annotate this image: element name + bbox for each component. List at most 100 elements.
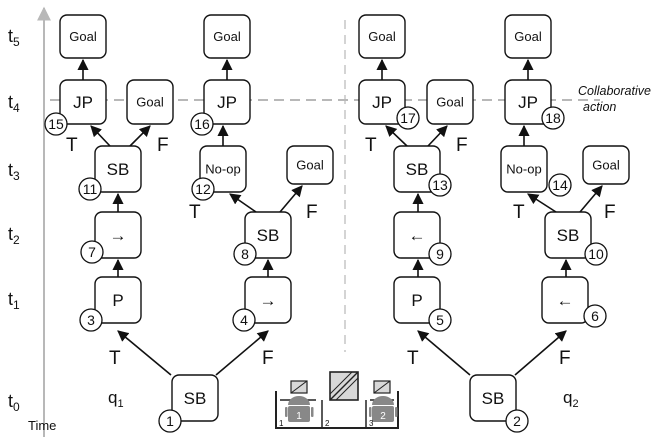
number-badge-label: 5 — [436, 312, 444, 328]
node-label: Goal — [213, 29, 241, 44]
node-goalL1: Goal — [286, 145, 334, 185]
scene-cell-number-2: 2 — [325, 419, 330, 428]
number-badge-11: 11 — [78, 177, 102, 201]
number-badge-18: 18 — [541, 106, 565, 130]
number-badge-label: 10 — [588, 246, 604, 262]
branch-label-true: T — [513, 202, 525, 223]
node-label: Goal — [592, 158, 620, 173]
number-badge-label: 3 — [87, 312, 95, 328]
collaborative-action-label-line1: Collaborative — [578, 84, 651, 98]
node-box — [393, 211, 441, 259]
node-goalR4: Goal — [504, 14, 552, 59]
edge-arrow-7 — [279, 185, 303, 213]
node-label: SB — [184, 389, 207, 408]
robot-icon-2: 2 — [369, 396, 398, 422]
node-label: Goal — [296, 158, 324, 173]
number-badge-label: 14 — [552, 177, 568, 193]
branch-label-false: F — [306, 202, 318, 223]
node-label: SB — [557, 226, 580, 245]
node-box — [59, 14, 107, 59]
node-sb13: SB — [393, 145, 441, 193]
number-badge-3: 3 — [79, 308, 103, 332]
node-label: P — [411, 291, 422, 310]
number-badge-label: 1 — [166, 413, 174, 429]
number-badge-label: 4 — [240, 312, 248, 328]
branch-label-true: T — [189, 202, 201, 223]
number-badge-label: 18 — [545, 110, 561, 126]
node-p5: P — [393, 276, 441, 324]
node-label: SB — [482, 389, 505, 408]
node-goalR2: Goal — [426, 79, 474, 125]
node-label: → — [260, 291, 277, 310]
node-label: ← — [557, 291, 574, 310]
edge-arrow-20 — [385, 125, 408, 147]
node-r7: → — [94, 211, 142, 259]
number-badge-5: 5 — [428, 308, 452, 332]
node-box — [94, 145, 142, 193]
number-badge-2: 2 — [505, 409, 529, 433]
number-badge-4: 4 — [232, 308, 256, 332]
number-badge-label: 2 — [513, 413, 521, 429]
branch-label-true: T — [109, 348, 121, 369]
time-tick-t0: t0 — [8, 391, 20, 414]
branch-label-true: T — [407, 348, 419, 369]
node-box — [94, 276, 142, 324]
time-tick-t2: t2 — [8, 224, 20, 247]
node-jp18: JP — [504, 79, 552, 125]
number-badge-8: 8 — [233, 242, 257, 266]
node-jp15: JP — [59, 79, 107, 125]
node-goalR1: Goal — [582, 145, 630, 185]
node-label: SB — [257, 226, 280, 245]
node-box — [504, 14, 552, 59]
node-box — [582, 145, 630, 185]
node-goalR3: Goal — [358, 14, 406, 59]
node-p3: P — [94, 276, 142, 324]
number-badge-1: 1 — [158, 409, 182, 433]
node-box — [244, 276, 292, 324]
node-box — [126, 79, 174, 125]
number-badge-12: 12 — [191, 177, 215, 201]
node-jp16: JP — [203, 79, 251, 125]
node-label: ← — [409, 226, 426, 245]
edge-arrow-9 — [129, 125, 151, 147]
edge-arrow-19 — [579, 185, 603, 213]
node-label: P — [112, 291, 123, 310]
node-label: SB — [107, 160, 130, 179]
node-label: JP — [217, 93, 237, 112]
branch-label-true: T — [365, 135, 377, 156]
number-badge-14: 14 — [548, 173, 572, 197]
node-label: No-op — [205, 162, 240, 177]
node-box — [500, 145, 548, 193]
node-label: No-op — [506, 162, 541, 177]
node-label: JP — [372, 93, 392, 112]
node-label: Goal — [69, 29, 97, 44]
node-sb8: SB — [244, 211, 292, 259]
node-r4: → — [244, 276, 292, 324]
node-box — [59, 79, 107, 125]
node-label: Goal — [136, 95, 164, 110]
node-box — [541, 276, 589, 324]
edges — [77, 58, 603, 376]
node-box — [358, 14, 406, 59]
number-badge-13: 13 — [428, 173, 452, 197]
time-tick-labels: t0 t1 t2 t3 t4 t5 — [8, 26, 20, 414]
number-badge-label: 15 — [48, 116, 64, 132]
number-badge-label: 13 — [432, 177, 448, 193]
edge-arrow-13 — [417, 330, 471, 376]
branch-label-false: F — [456, 135, 468, 156]
number-badge-label: 6 — [591, 308, 599, 324]
number-badge-label: 11 — [83, 181, 98, 197]
node-goalL3: Goal — [59, 14, 107, 59]
number-badge-label: 17 — [400, 110, 416, 126]
warehouse-scene-icon: 1 2 1 2 3 — [275, 371, 399, 429]
agent-label-q1: q1 — [108, 388, 124, 410]
node-box — [286, 145, 334, 185]
edge-arrow-1 — [117, 330, 172, 376]
node-noop14: No-op — [500, 145, 548, 193]
node-box — [203, 79, 251, 125]
node-sb11: SB — [94, 145, 142, 193]
